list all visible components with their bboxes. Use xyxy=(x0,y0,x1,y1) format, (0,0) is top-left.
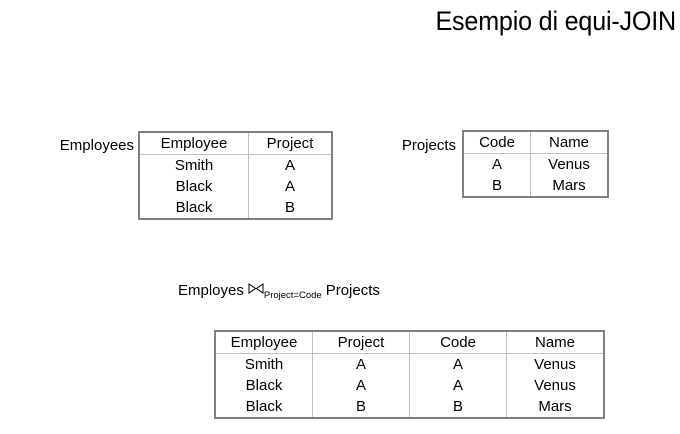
cell-employee: Black xyxy=(175,178,213,195)
table-row: Black A A Venus xyxy=(215,375,604,396)
employees-table-caption: Employees xyxy=(59,137,134,154)
cell-project: A xyxy=(248,176,332,197)
cell-project: B xyxy=(312,396,410,418)
cell-employee: Smith xyxy=(174,157,214,174)
cell-code: A xyxy=(409,353,507,375)
cell-name: Venus xyxy=(506,353,604,375)
bowtie-join-icon xyxy=(248,280,264,300)
cell-project: A xyxy=(248,154,332,176)
cell-employee: Smith xyxy=(244,356,284,373)
cell-name: Venus xyxy=(530,153,608,175)
cell-project: A xyxy=(312,353,410,375)
cell-code: A xyxy=(409,375,507,396)
cell-name: Mars xyxy=(506,396,604,418)
cell-code: A xyxy=(491,156,502,173)
join-left-operand: Employes xyxy=(178,282,244,299)
cell-name: Mars xyxy=(530,175,608,197)
column-header-code: Code xyxy=(463,131,531,154)
table-row: Black A xyxy=(139,176,332,197)
cell-code: B xyxy=(409,396,507,418)
column-header-project: Project xyxy=(312,331,410,354)
table-row: A Venus xyxy=(463,153,608,175)
column-header-name: Name xyxy=(530,131,608,154)
table-row: Smith A xyxy=(139,154,332,176)
cell-project: A xyxy=(312,375,410,396)
table-row: B Mars xyxy=(463,175,608,197)
table-header-row: Code Name xyxy=(463,131,608,154)
cell-employee: Black xyxy=(245,377,283,394)
column-header-employee: Employee xyxy=(215,331,313,354)
projects-table: Code Name A Venus B Mars xyxy=(462,130,609,198)
column-header-project: Project xyxy=(248,132,332,155)
projects-table-caption: Projects xyxy=(401,137,456,154)
table-row: Smith A A Venus xyxy=(215,353,604,375)
cell-employee: Black xyxy=(175,199,213,216)
table-header-row: Employee Project Code Name xyxy=(215,331,604,354)
employees-table: Employee Project Smith A Black A Black B xyxy=(138,131,333,220)
column-header-name: Name xyxy=(506,331,604,354)
cell-project: B xyxy=(248,197,332,219)
join-result-table: Employee Project Code Name Smith A A Ven… xyxy=(214,330,605,419)
table-row: Black B B Mars xyxy=(215,396,604,418)
column-header-employee: Employee xyxy=(139,132,249,155)
table-row: Black B xyxy=(139,197,332,219)
cell-name: Venus xyxy=(506,375,604,396)
join-right-operand: Projects xyxy=(325,282,380,299)
cell-code: B xyxy=(491,177,502,194)
cell-employee: Black xyxy=(245,398,283,415)
join-condition-subscript: Project=Code xyxy=(263,290,322,301)
column-header-code: Code xyxy=(409,331,507,354)
page-title: Esempio di equi-JOIN xyxy=(435,6,676,36)
table-header-row: Employee Project xyxy=(139,132,332,155)
